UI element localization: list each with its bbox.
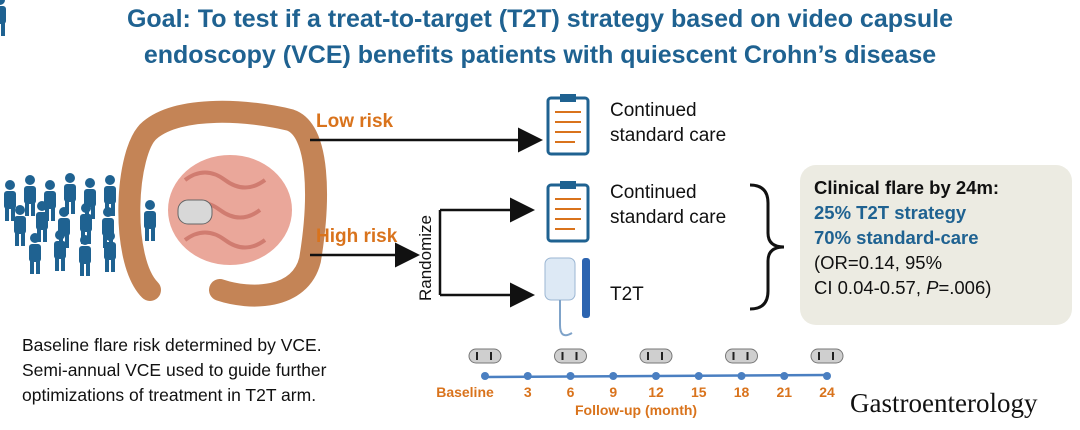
title-line-2: endoscopy (VCE) benefits patients with q… [143, 41, 937, 69]
low-risk-label: Low risk [316, 111, 394, 132]
timeline-point [481, 372, 489, 380]
patients-crowd-icon [0, 0, 156, 276]
note-line: Baseline flare risk determined by VCE. [22, 335, 322, 355]
result-t2t: 25% T2T strategy [814, 202, 967, 223]
outcome-line: Continued [610, 182, 697, 203]
timeline-tick-label: 3 [523, 384, 532, 400]
intestine-illustration-icon [118, 100, 327, 307]
iv-bag-injection-icon [544, 257, 590, 337]
capsule-icon [639, 348, 673, 364]
stats-text: CI 0.04-0.57, [814, 277, 927, 298]
result-box: Clinical flare by 24m: 25% T2T strategy … [800, 165, 1072, 325]
timeline-tick-label: 15 [690, 384, 707, 400]
high-risk-label: High risk [316, 226, 398, 247]
title-line-1: Goal: To test if a treat-to-target (T2T)… [126, 5, 954, 33]
timeline-tick-label: 21 [776, 384, 793, 400]
outcome-line: Continued [610, 100, 697, 121]
timeline-tick-label: Baseline [436, 384, 494, 400]
result-stats-1: (OR=0.14, 95% [814, 252, 943, 273]
capsule-icon [554, 348, 587, 364]
timeline-point [523, 372, 532, 380]
note-line: optimizations of treatment in T2T arm. [22, 385, 317, 405]
timeline-point [780, 372, 789, 380]
low-risk-outcome: Continued standard care [610, 98, 726, 148]
result-standard: 70% standard-care [814, 227, 979, 248]
t2t-outcome: T2T [610, 284, 644, 305]
timeline-point [609, 372, 618, 380]
method-note: Baseline flare risk determined by VCE. S… [22, 333, 326, 408]
clipboard-icon [546, 94, 590, 156]
timeline-point [694, 372, 703, 380]
high-risk-standard-outcome: Continued standard care [610, 180, 726, 230]
capsule-icon [468, 348, 502, 364]
result-stats-2: CI 0.04-0.57, P=.006) [814, 275, 1058, 300]
timeline-tick-label: 18 [733, 384, 750, 400]
capsule-icon [725, 348, 758, 364]
timeline-point [823, 372, 831, 380]
timeline-point [737, 372, 746, 380]
timeline-point [652, 372, 660, 380]
randomize-label: Randomize [416, 215, 435, 301]
timeline-tick-label: 6 [566, 384, 575, 400]
outcome-line: standard care [610, 207, 727, 228]
result-heading: Clinical flare by 24m: [814, 177, 1000, 198]
capsule-icon [810, 348, 844, 364]
p-label: P [926, 277, 939, 298]
timeline-tick-label: 9 [609, 384, 618, 400]
note-line: Semi-annual VCE used to guide further [22, 360, 327, 380]
timeline-tick-label: 24 [819, 384, 835, 400]
stats-text: =.006) [938, 277, 992, 298]
timeline-axis-label: Follow-up (month) [575, 402, 698, 418]
timeline-point [566, 372, 575, 380]
outcome-line: standard care [610, 125, 727, 146]
clipboard-icon [546, 181, 590, 243]
curly-brace [749, 183, 785, 311]
journal-logo: Gastroenterology [850, 388, 1038, 418]
timeline-tick-label: 12 [648, 384, 664, 400]
